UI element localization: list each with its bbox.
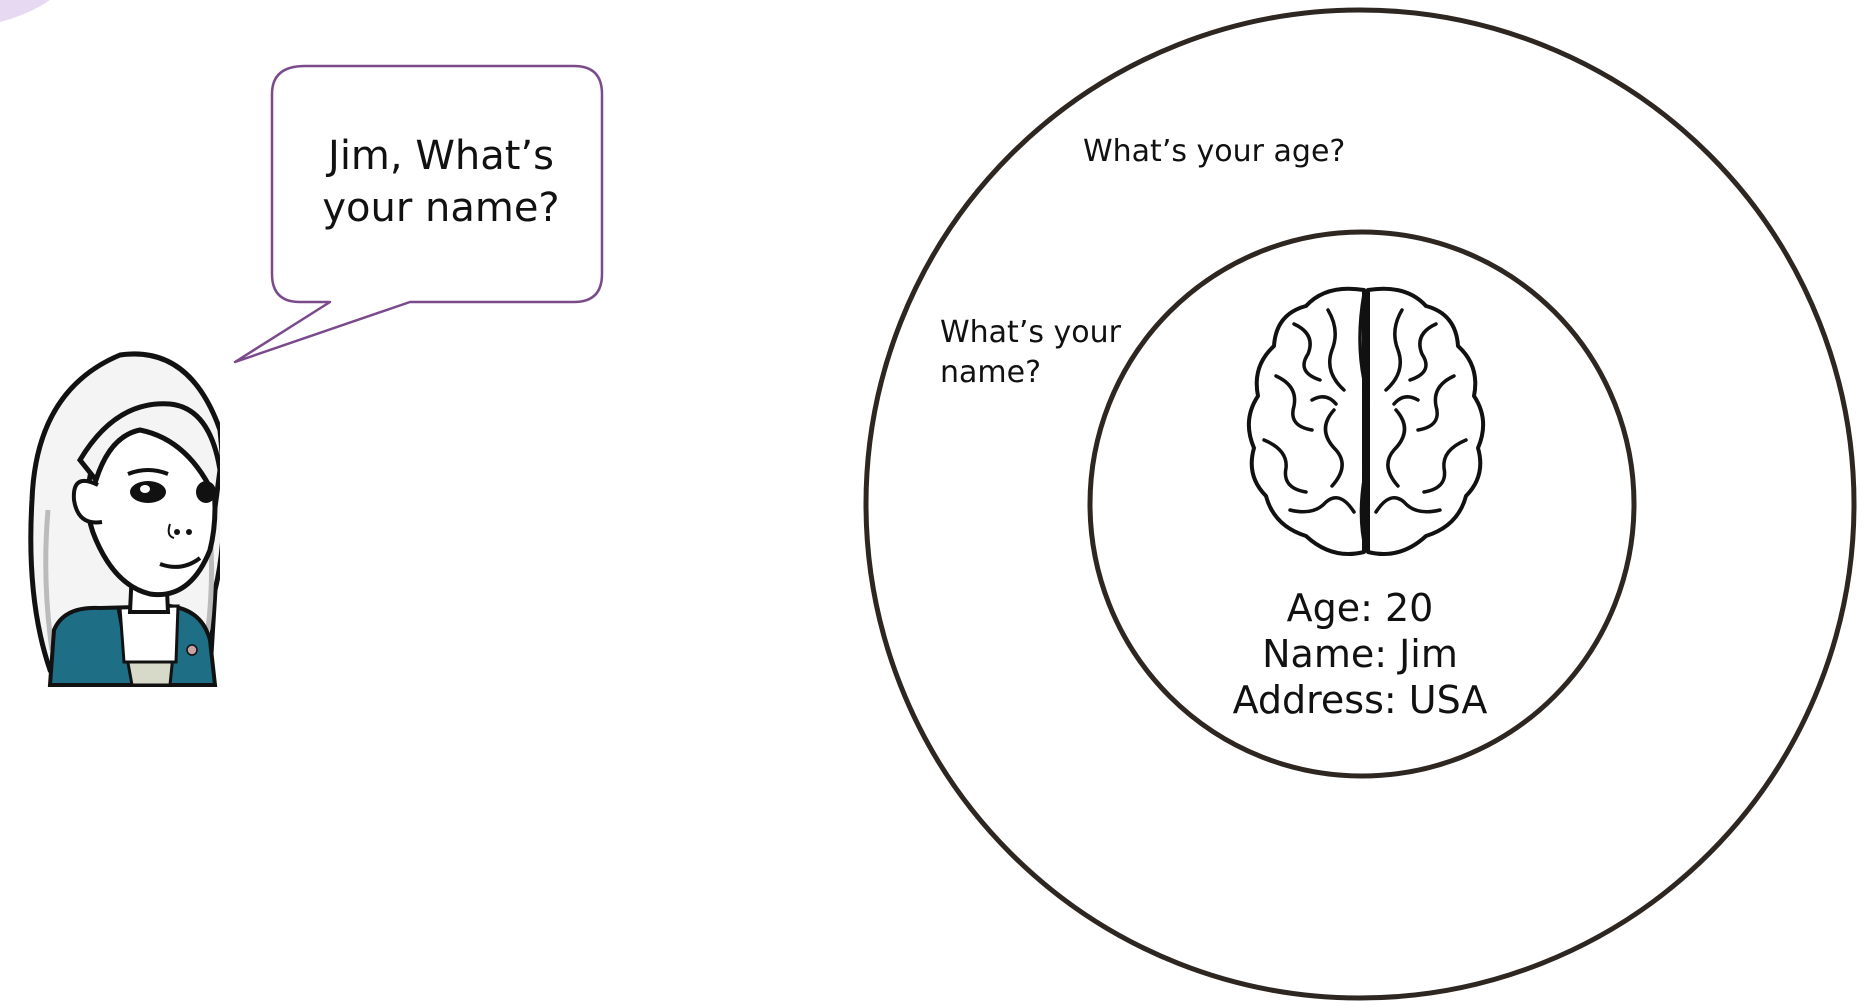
speech-bubble-text: Jim, What’s your name?: [276, 130, 606, 234]
brain-icon: [1246, 286, 1486, 556]
question-age: What’s your age?: [1083, 134, 1346, 169]
person-avatar-icon: [28, 351, 220, 687]
corner-decoration: [0, 0, 50, 22]
memory-line-address: Address: USA: [1232, 678, 1488, 722]
question-name-line-1: What’s your: [940, 315, 1121, 350]
speech-line-2: your name?: [322, 185, 560, 231]
outer-circle: [863, 7, 1857, 1001]
question-name-line-2: name?: [940, 355, 1042, 390]
speech-bubble: [233, 64, 604, 364]
speech-line-1: Jim, What’s: [328, 133, 554, 179]
memory-line-age: Age: 20: [1286, 586, 1434, 630]
memory-contents: Age: 20 Name: Jim Address: USA: [1210, 585, 1510, 723]
question-name: What’s your name?: [940, 313, 1121, 393]
inner-circle: [1087, 229, 1637, 779]
memory-line-name: Name: Jim: [1262, 632, 1458, 676]
